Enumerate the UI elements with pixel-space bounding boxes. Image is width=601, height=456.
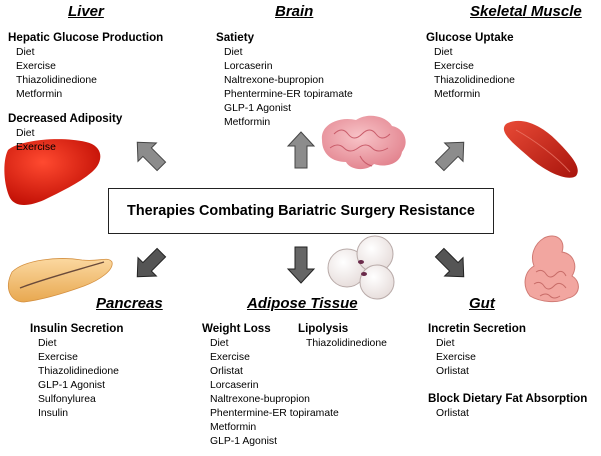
pancreas-title: Pancreas bbox=[96, 295, 163, 312]
arrow-to-liver bbox=[136, 141, 167, 172]
section-heading: Lipolysis bbox=[298, 322, 349, 335]
therapy-item: Diet bbox=[16, 128, 35, 139]
section-heading: Incretin Secretion bbox=[428, 322, 526, 335]
therapy-item: Metformin bbox=[434, 89, 481, 100]
gut-section-incretin-secretion: Incretin Secretion Diet Exercise Orlista… bbox=[428, 322, 526, 379]
section-heading: Weight Loss bbox=[202, 322, 271, 335]
adipose-section-weight-loss: Weight Loss Diet Exercise Orlistat Lorca… bbox=[202, 322, 339, 449]
section-heading: Hepatic Glucose Production bbox=[8, 31, 164, 44]
therapy-item: Diet bbox=[210, 338, 229, 349]
therapy-item: Sulfonylurea bbox=[38, 394, 96, 405]
pancreas-section-insulin-secretion: Insulin Secretion Diet Exercise Thiazoli… bbox=[30, 322, 123, 421]
therapy-list: Diet Lorcaserin Naltrexone-bupropion Phe… bbox=[216, 46, 353, 130]
therapy-item: Thiazolidinedione bbox=[16, 75, 97, 86]
section-heading: Glucose Uptake bbox=[426, 31, 514, 44]
therapy-list: Thiazolidinedione bbox=[298, 337, 387, 351]
therapy-item: Thiazolidinedione bbox=[434, 75, 515, 86]
brain-section-satiety: Satiety Diet Lorcaserin Naltrexone-bupro… bbox=[216, 31, 353, 130]
therapy-item: Phentermine-ER topiramate bbox=[210, 408, 339, 419]
adipocyte-illustration bbox=[327, 235, 395, 300]
brain-title: Brain bbox=[275, 3, 314, 20]
therapy-item: Orlistat bbox=[210, 366, 243, 377]
liver-section-hepatic-glucose: Hepatic Glucose Production Diet Exercise… bbox=[8, 31, 163, 102]
therapy-item: Metformin bbox=[224, 117, 271, 128]
therapy-item: Thiazolidinedione bbox=[38, 366, 119, 377]
therapy-item: Lorcaserin bbox=[224, 61, 273, 72]
therapy-item: Orlistat bbox=[436, 408, 469, 419]
therapy-item: Diet bbox=[436, 338, 455, 349]
arrow-to-gut bbox=[434, 247, 465, 278]
section-heading: Decreased Adiposity bbox=[8, 112, 123, 125]
therapy-item: Exercise bbox=[16, 61, 56, 72]
gut-section-block-fat-absorption: Block Dietary Fat Absorption Orlistat bbox=[428, 392, 587, 421]
brain-illustration bbox=[321, 115, 406, 170]
therapy-list: Orlistat bbox=[428, 407, 587, 421]
therapy-item: Exercise bbox=[436, 352, 476, 363]
section-heading: Insulin Secretion bbox=[30, 322, 124, 335]
therapy-item: Naltrexone-bupropion bbox=[210, 394, 310, 405]
therapy-item: Naltrexone-bupropion bbox=[224, 75, 324, 86]
gut-title: Gut bbox=[469, 295, 495, 312]
skeletal-muscle-title: Skeletal Muscle bbox=[470, 3, 582, 20]
therapy-item: Diet bbox=[434, 47, 453, 58]
therapy-item: Insulin bbox=[38, 408, 69, 419]
therapy-item: Diet bbox=[38, 338, 57, 349]
liver-title: Liver bbox=[68, 3, 104, 20]
therapy-list: Diet Exercise Orlistat bbox=[428, 337, 526, 379]
arrow-to-brain bbox=[286, 131, 316, 169]
therapy-item: GLP-1 Agonist bbox=[38, 380, 106, 391]
arrow-to-pancreas bbox=[136, 247, 167, 278]
therapy-item: Lorcaserin bbox=[210, 380, 259, 391]
therapy-item: GLP-1 Agonist bbox=[210, 436, 278, 447]
therapy-list: Diet Exercise Thiazolidinedione Metformi… bbox=[8, 46, 163, 102]
therapy-list: Diet Exercise bbox=[8, 127, 122, 155]
therapy-item: Orlistat bbox=[436, 366, 469, 377]
arrow-to-skeletal-muscle bbox=[434, 141, 465, 172]
section-heading: Satiety bbox=[216, 31, 255, 44]
therapy-item: Diet bbox=[16, 47, 35, 58]
section-heading: Block Dietary Fat Absorption bbox=[428, 392, 588, 405]
therapy-item: Thiazolidinedione bbox=[306, 338, 387, 349]
therapy-item: Metformin bbox=[210, 422, 257, 433]
therapy-item: Phentermine-ER topiramate bbox=[224, 89, 353, 100]
therapy-item: Exercise bbox=[16, 142, 56, 153]
liver-section-decreased-adiposity: Decreased Adiposity Diet Exercise bbox=[8, 112, 122, 155]
center-title-box: Therapies Combating Bariatric Surgery Re… bbox=[108, 188, 494, 234]
pancreas-illustration bbox=[8, 258, 113, 303]
arrow-to-adipose-tissue bbox=[286, 246, 316, 284]
therapy-item: Metformin bbox=[16, 89, 63, 100]
therapy-list: Diet Exercise Thiazolidinedione GLP-1 Ag… bbox=[30, 337, 123, 421]
therapy-item: GLP-1 Agonist bbox=[224, 103, 292, 114]
adipose-section-lipolysis: Lipolysis Thiazolidinedione bbox=[298, 322, 387, 351]
therapy-list: Diet Exercise Thiazolidinedione Metformi… bbox=[426, 46, 515, 102]
muscle-illustration bbox=[503, 120, 578, 178]
center-title: Therapies Combating Bariatric Surgery Re… bbox=[127, 203, 475, 219]
therapy-list: Diet Exercise Orlistat Lorcaserin Naltre… bbox=[202, 337, 339, 449]
therapy-item: Diet bbox=[224, 47, 243, 58]
therapy-item: Exercise bbox=[210, 352, 250, 363]
adipose-tissue-title: Adipose Tissue bbox=[247, 295, 358, 312]
intestine-illustration bbox=[524, 235, 579, 303]
skeletal-muscle-section-glucose-uptake: Glucose Uptake Diet Exercise Thiazolidin… bbox=[426, 31, 515, 102]
liver-illustration bbox=[4, 139, 101, 205]
therapy-item: Exercise bbox=[38, 352, 78, 363]
therapy-item: Exercise bbox=[434, 61, 474, 72]
